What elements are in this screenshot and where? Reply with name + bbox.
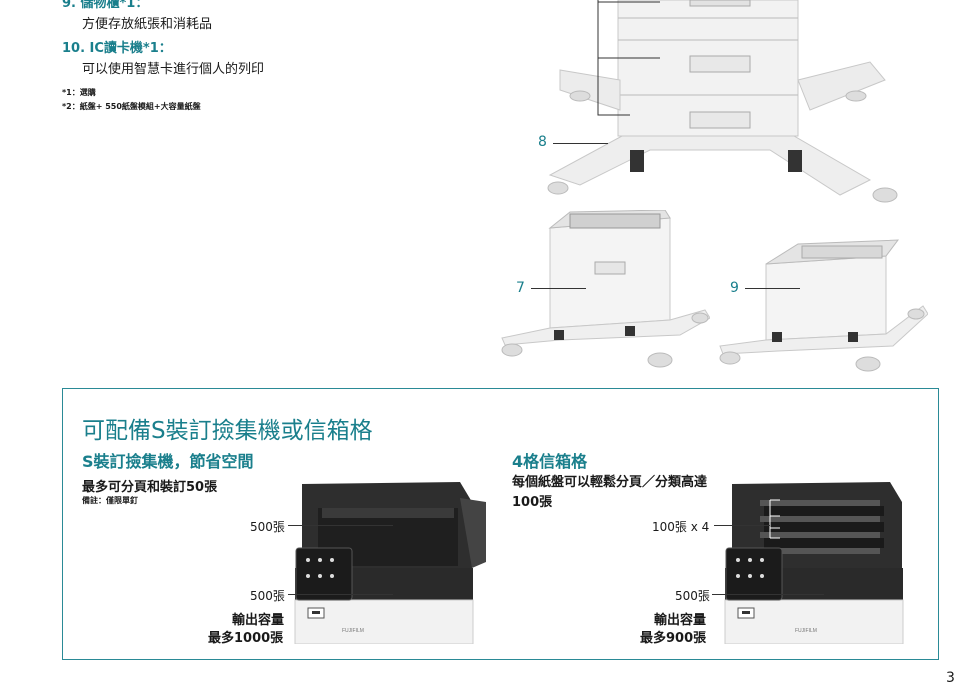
left-capacity-value: 最多1000張 [208, 631, 284, 646]
right-label-top: 100張 x 4 [652, 520, 710, 534]
callout-7-line [531, 288, 586, 289]
staple-finisher-image: FUJIFILM [294, 482, 486, 644]
left-capacity-title: 輸出容量 [232, 613, 285, 628]
cabinet-7-image [501, 210, 710, 368]
tray-stand-image [547, 0, 898, 203]
item-9-desc: 方便存放紙張和消耗品 [82, 17, 213, 32]
right-line1: 每個紙盤可以輕鬆分頁／分類高達 [512, 475, 708, 490]
right-capacity-value: 最多900張 [640, 631, 707, 646]
item-10-desc: 可以使用智慧卡進行個人的列印 [82, 62, 265, 77]
note-2: *2：紙盤+ 550紙盤模組+大容量紙盤 [62, 102, 201, 111]
cabinet-9-image [719, 239, 928, 372]
section-title: 可配備S裝訂撿集機或信箱格 [82, 418, 373, 444]
callout-8: 8 [538, 134, 547, 150]
right-brand: FUJIFILM [795, 628, 817, 634]
left-brand: FUJIFILM [342, 628, 364, 634]
callout-9-line [745, 288, 800, 289]
left-label-top: 500張 [250, 520, 285, 534]
right-subtitle: 4格信箱格 [512, 452, 588, 471]
left-label-bottom: 500張 [250, 589, 285, 603]
item-9-title: 9. 儲物櫃*1： [62, 0, 149, 11]
callout-8-line [553, 143, 608, 144]
left-subtitle: S裝訂撿集機，節省空間 [82, 452, 254, 471]
mailbox-image: FUJIFILM [724, 482, 904, 644]
left-line1: 最多可分頁和裝訂50張 [82, 480, 218, 495]
callout-9: 9 [730, 280, 739, 296]
left-label-top-line [288, 525, 393, 526]
right-label-bottom-line [712, 594, 824, 595]
item-10-title: 10. IC讀卡機*1： [62, 41, 172, 56]
right-label-top-line [714, 525, 770, 526]
right-line2: 100張 [512, 495, 553, 510]
right-capacity-title: 輸出容量 [654, 613, 707, 628]
right-label-bottom: 500張 [675, 589, 710, 603]
finisher-section-box [62, 388, 939, 660]
left-note: 備註：僅限單釘 [82, 496, 138, 505]
note-1: *1：選購 [62, 88, 96, 97]
callout-7: 7 [516, 280, 525, 296]
page-number: 3 [946, 670, 955, 686]
left-label-bottom-line [288, 594, 393, 595]
